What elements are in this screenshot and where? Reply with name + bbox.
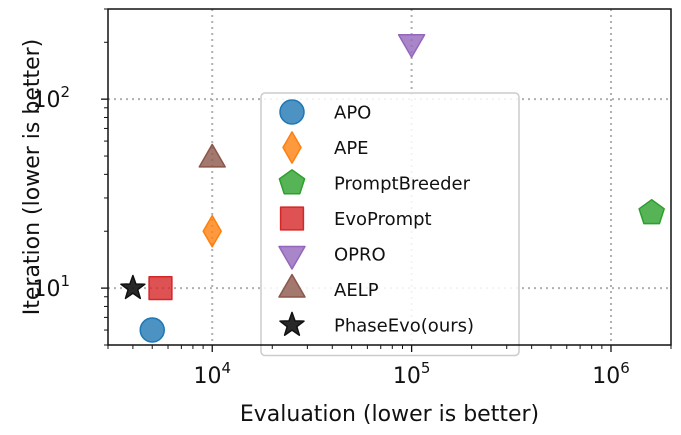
point-ape — [202, 214, 222, 248]
legend-marker-apo — [279, 99, 305, 125]
x-axis-label: Evaluation (lower is better) — [240, 402, 539, 427]
legend-label-opro: OPRO — [334, 245, 386, 266]
x-tick-label: 106 — [592, 359, 630, 389]
x-tick-label: 104 — [193, 359, 231, 389]
legend-label-promptbreeder: PromptBreeder — [334, 174, 471, 195]
legend-marker-ape — [282, 131, 302, 164]
point-evoprompt — [148, 275, 173, 301]
legend-label-phaseevo-ours: PhaseEvo(ours) — [334, 316, 474, 337]
legend-marker-opro — [278, 245, 306, 270]
legend-box — [260, 92, 520, 357]
point-opro — [397, 34, 426, 59]
legend-marker-aelp — [278, 273, 306, 298]
legend-label-evoprompt: EvoPrompt — [334, 209, 432, 230]
legend-label-apo: APO — [334, 103, 371, 124]
point-aelp — [198, 143, 226, 168]
y-tick-label: 102 — [32, 83, 70, 113]
data-points — [120, 34, 665, 343]
axis-ticks: 104 105 106 101 102 — [32, 8, 672, 389]
y-axis-label: Iteration (lower is better) — [20, 39, 45, 316]
point-promptbreeder — [638, 198, 665, 225]
point-apo — [139, 317, 165, 343]
plot-frame — [107, 8, 672, 346]
legend-marker-promptbreeder — [278, 169, 306, 195]
legend-marker-evoprompt — [279, 206, 305, 231]
x-tick-label: 105 — [393, 359, 431, 389]
legend-label-aelp: AELP — [334, 280, 379, 301]
y-tick-label: 101 — [32, 272, 70, 302]
point-phaseevo-ours — [120, 274, 146, 300]
legend-label-ape: APE — [334, 138, 369, 159]
legend-marker-phaseevo-ours — [279, 311, 305, 336]
